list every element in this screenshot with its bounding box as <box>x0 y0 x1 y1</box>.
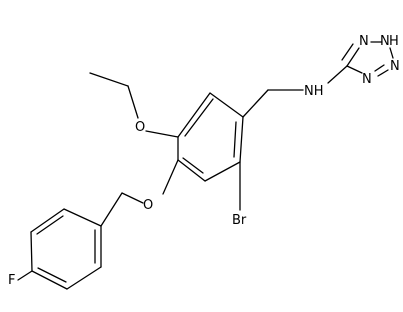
fluorine-label: F <box>8 273 15 288</box>
bond-o2-ch2 <box>121 192 144 204</box>
bond-tz-c-n1 <box>346 47 360 67</box>
bond-o-ring <box>145 130 179 138</box>
bond-ring-c1-c2 <box>177 92 211 138</box>
bond-fp-c5-c6 <box>66 266 102 290</box>
bond-fp-c4-c5-double <box>37 267 67 283</box>
bond-ring-ch2 <box>242 89 269 118</box>
bond-nh-tetrazole <box>327 65 348 84</box>
bond-ring-c3-c4-double <box>233 121 237 158</box>
bond-tz-n2-n3 <box>389 47 394 59</box>
bromine-label: Br <box>232 213 247 228</box>
tetrazole-nh-n-label: N <box>380 34 390 49</box>
tetrazole-n-left-label: N <box>359 34 369 49</box>
bond-fp-c4-c5 <box>31 270 68 290</box>
oxygen-benzyloxy-label: O <box>143 198 153 213</box>
bond-tz-n3-n4 <box>377 69 389 77</box>
bond-fp-c2-c3 <box>30 208 65 233</box>
bond-tz-c-n1-double <box>341 43 354 61</box>
bond-ethyl-ch3-ch2 <box>89 72 129 87</box>
bond-fp-c1-c2 <box>63 208 102 227</box>
bond-ring-c1-c2-double <box>184 98 214 137</box>
bond-ethyl-ch2-o <box>127 85 139 119</box>
bond-ring-c4-c5 <box>204 161 241 182</box>
tetrazole-n-bottom-label: N <box>362 72 372 87</box>
bond-fp-f <box>17 270 33 281</box>
bond-tz-n4-c <box>346 65 363 74</box>
bond-ring-c3-c4 <box>239 116 244 163</box>
bond-fp-c2-c3-double <box>36 215 64 235</box>
bond-fp-c3-c4 <box>30 231 33 272</box>
bond-ring-c5-c6-double <box>182 157 204 174</box>
oxygen-ethoxy-label: O <box>135 120 145 135</box>
bond-ring-c5-c6 <box>177 159 206 182</box>
amine-label: NH <box>304 84 324 99</box>
bond-tz-n3-n4-double <box>374 64 385 72</box>
bond-ring-o2 <box>162 159 179 195</box>
bond-ring-c2-c3 <box>209 92 244 118</box>
bond-ch2-fluorophenyl <box>100 192 123 227</box>
tetrazole-n-right-label: N <box>390 59 400 74</box>
tetrazole-h-label: H <box>389 34 399 49</box>
